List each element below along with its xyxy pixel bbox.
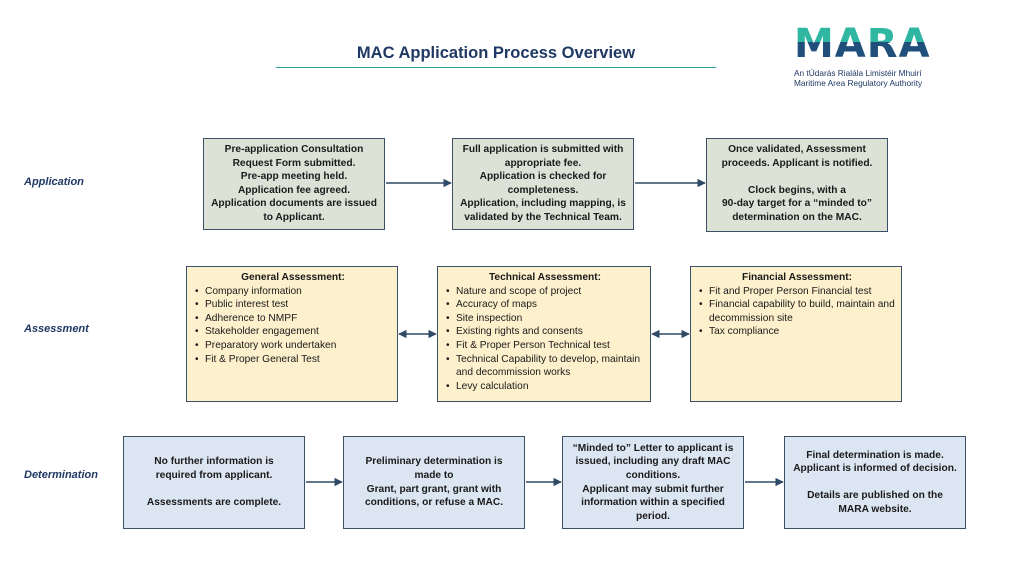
preliminary-determination-box: Preliminary determination is made to Gra… bbox=[343, 436, 525, 529]
list-item: Financial capability to build, maintain … bbox=[699, 298, 895, 325]
box-line: Grant, part grant, grant with bbox=[366, 483, 502, 495]
box-line: validated by the Technical Team. bbox=[464, 211, 622, 223]
list-item: Levy calculation bbox=[446, 380, 644, 394]
box-line: Details are published on the bbox=[807, 490, 943, 502]
final-determination-box: Final determination is made. Applicant i… bbox=[784, 436, 966, 529]
list-item: Public interest test bbox=[195, 298, 391, 312]
box-line: to Applicant. bbox=[263, 211, 325, 223]
full-application-box: Full application is submitted with appro… bbox=[452, 138, 634, 230]
list-item: Company information bbox=[195, 285, 391, 299]
box-line: conditions, or refuse a MAC. bbox=[364, 497, 504, 509]
financial-assessment-heading: Financial Assessment: bbox=[741, 272, 853, 283]
list-item: Nature and scope of project bbox=[446, 285, 644, 299]
box-line: Application, including mapping, is bbox=[460, 198, 626, 210]
row-label-assessment: Assessment bbox=[24, 323, 89, 335]
mara-logo: MARA An tÚdarás Rialála Limistéir Mhuirí… bbox=[794, 24, 974, 88]
logo-irish-name: An tÚdarás Rialála Limistéir Mhuirí bbox=[794, 68, 922, 78]
minded-to-letter-box: “Minded to” Letter to applicant is issue… bbox=[562, 436, 744, 529]
box-line: Clock begins, with a bbox=[748, 184, 846, 196]
logo-wordmark: MARA bbox=[794, 24, 974, 64]
list-item: Stakeholder engagement bbox=[195, 325, 391, 339]
box-line: Once validated, Assessment bbox=[728, 144, 866, 155]
box-line: conditions. bbox=[625, 469, 681, 481]
box-line: Application documents are issued bbox=[211, 198, 377, 210]
technical-assessment-heading: Technical Assessment: bbox=[488, 272, 602, 283]
general-assessment-box: General Assessment: Company information … bbox=[186, 266, 398, 402]
financial-assessment-box: Financial Assessment: Fit and Proper Per… bbox=[690, 266, 902, 402]
list-item: Tax compliance bbox=[699, 325, 895, 339]
box-line: Assessments are complete. bbox=[146, 497, 282, 509]
box-line: proceeds. Applicant is notified. bbox=[721, 157, 873, 169]
box-line: required from applicant. bbox=[155, 469, 273, 481]
validation-box: Once validated, Assessment proceeds. App… bbox=[706, 138, 888, 232]
box-line: Applicant may submit further bbox=[582, 483, 724, 495]
title-underline bbox=[276, 67, 716, 68]
general-assessment-list: Company information Public interest test… bbox=[195, 285, 391, 367]
technical-assessment-list: Nature and scope of project Accuracy of … bbox=[446, 285, 644, 394]
list-item: Fit & Proper Person Technical test bbox=[446, 339, 644, 353]
box-line: Applicant is informed of decision. bbox=[793, 463, 957, 475]
page-title: MAC Application Process Overview bbox=[356, 44, 636, 62]
box-line: completeness. bbox=[507, 184, 579, 196]
list-item: Adherence to NMPF bbox=[195, 312, 391, 326]
no-further-information-box: No further information is required from … bbox=[123, 436, 305, 529]
pre-application-box: Pre-application Consultation Request For… bbox=[203, 138, 385, 230]
box-line: Application is checked for bbox=[479, 171, 607, 183]
box-line: 90-day target for a “minded to” bbox=[721, 198, 872, 210]
box-line: period. bbox=[636, 510, 670, 522]
box-line: information within a specified bbox=[581, 497, 725, 509]
list-item: Preparatory work undertaken bbox=[195, 339, 391, 353]
box-line: issued, including any draft MAC bbox=[575, 456, 731, 468]
list-item: Existing rights and consents bbox=[446, 325, 644, 339]
financial-assessment-list: Fit and Proper Person Financial test Fin… bbox=[699, 285, 895, 339]
box-line: made to bbox=[414, 469, 454, 481]
box-line: Pre-application Consultation bbox=[224, 144, 364, 155]
box-line: appropriate fee. bbox=[504, 157, 582, 169]
list-item: Fit and Proper Person Financial test bbox=[699, 285, 895, 299]
box-line: Request Form submitted. bbox=[232, 157, 356, 169]
box-line: “Minded to” Letter to applicant is bbox=[572, 442, 734, 454]
list-item: Fit & Proper General Test bbox=[195, 353, 391, 367]
logo-english-name: Maritime Area Regulatory Authority bbox=[794, 78, 923, 88]
list-item: Accuracy of maps bbox=[446, 298, 644, 312]
box-line: MARA website. bbox=[838, 503, 912, 515]
box-line: No further information is bbox=[154, 456, 274, 468]
general-assessment-heading: General Assessment: bbox=[241, 272, 345, 283]
row-label-application: Application bbox=[24, 176, 84, 188]
box-line: Full application is submitted with bbox=[462, 144, 624, 155]
box-line: Application fee agreed. bbox=[237, 184, 351, 196]
technical-assessment-box: Technical Assessment: Nature and scope o… bbox=[437, 266, 651, 402]
list-item: Site inspection bbox=[446, 312, 644, 326]
box-line: Preliminary determination is bbox=[365, 456, 503, 468]
list-item: Technical Capability to develop, maintai… bbox=[446, 353, 644, 380]
box-line: Pre-app meeting held. bbox=[240, 171, 348, 183]
box-line: determination on the MAC. bbox=[732, 211, 862, 223]
box-line: Final determination is made. bbox=[806, 449, 944, 461]
row-label-determination: Determination bbox=[24, 469, 98, 481]
